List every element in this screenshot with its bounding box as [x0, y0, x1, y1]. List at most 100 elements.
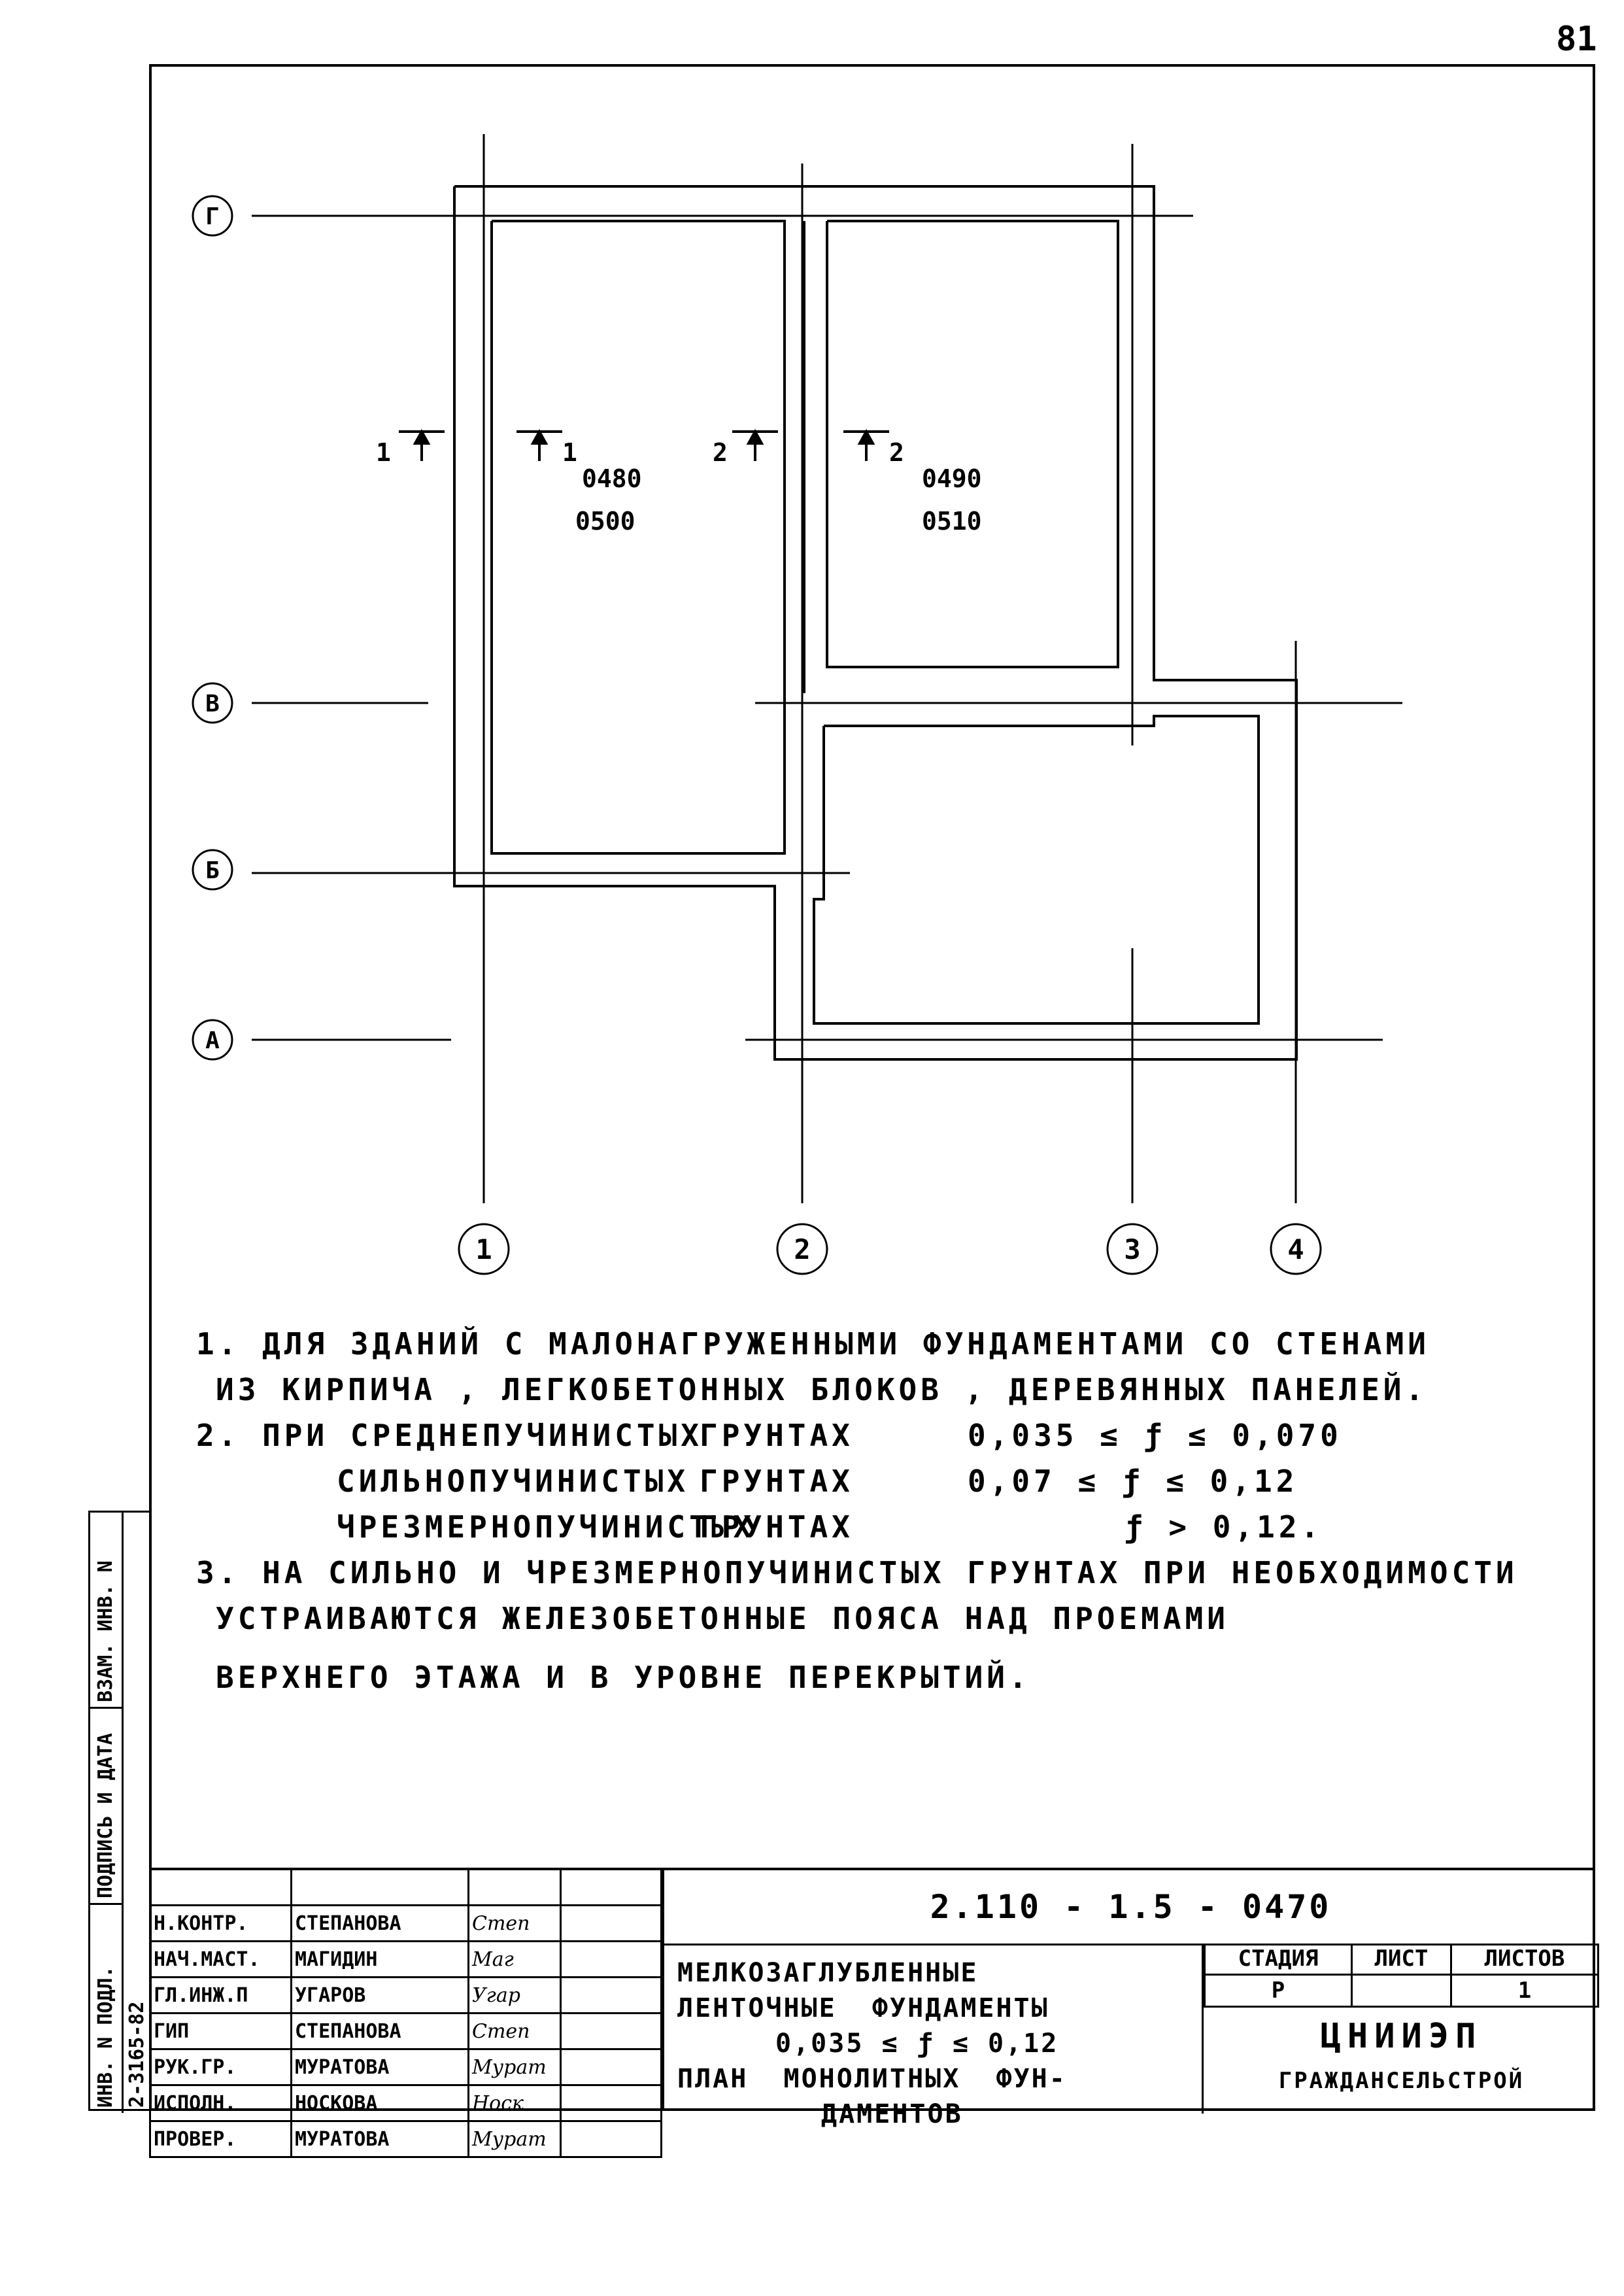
sheet-header: ЛИСТ	[1351, 1944, 1452, 1976]
sheets-header: ЛИСТОВ	[1449, 1944, 1600, 1976]
sig-role: РУК.ГР.	[149, 2048, 292, 2086]
side-label-podpis: ПОДПИСЬ И ДАТА	[94, 1733, 117, 1898]
note-2-line-1b: ГРУНТАХ	[700, 1418, 854, 1453]
axis-label-col-3: 3	[1124, 1233, 1140, 1265]
side-label-vzam: ВЗАМ. ИНВ. N	[94, 1560, 117, 1702]
sig-signature: Степ	[467, 2012, 562, 2050]
stage-value: Р	[1203, 1974, 1353, 2008]
sig-role: НАЧ.МАСТ.	[149, 1940, 292, 1978]
sig-name: УГАРОВ	[290, 1976, 469, 2014]
stage-header: СТАДИЯ	[1203, 1944, 1353, 1976]
axis-label-col-4: 4	[1287, 1233, 1304, 1265]
section-label-2b: 2	[889, 438, 904, 467]
desc-line-1: МЕЛКОЗАГЛУБЛЕННЫЕ	[677, 1958, 979, 1988]
outer-contour	[453, 185, 1298, 1061]
sig-signature: Угар	[467, 1976, 562, 2014]
desc-line-4: ПЛАН МОНОЛИТНЫХ ФУН-	[677, 2064, 1067, 2094]
axis-label-row-a: А	[205, 1027, 220, 1054]
sig-name: НОСКОВА	[290, 2084, 469, 2122]
sig-role: ИСПОЛН.	[149, 2084, 292, 2122]
sheet-value	[1351, 1974, 1452, 2008]
document-code: 2.110 - 1.5 - 0470	[664, 1870, 1597, 1945]
sig-name: СТЕПАНОВА	[290, 2012, 469, 2050]
axis-label-row-g: Г	[205, 203, 220, 230]
sheets-value: 1	[1449, 1974, 1600, 2008]
sig-role: ГИП	[149, 2012, 292, 2050]
room-code-0490: 0490	[922, 464, 982, 493]
axis-bubble-col-2	[776, 1223, 828, 1275]
sig-signature: Степ	[467, 1904, 562, 1942]
axis-bubbles	[192, 195, 1322, 1275]
note-2-line-1c: 0,035 ≤ ƒ ≤ 0,070	[968, 1418, 1342, 1453]
axis-bubble-row-v	[192, 682, 233, 724]
note-2-line-2a: СИЛЬНОПУЧИНИСТЫХ	[337, 1464, 690, 1499]
section-marks	[399, 428, 889, 461]
note-2-line-2c: 0,07 ≤ ƒ ≤ 0,12	[968, 1464, 1298, 1499]
axis-bubble-row-a	[192, 1019, 233, 1061]
title-block: 2.110 - 1.5 - 0470 МЕЛКОЗАГЛУБЛЕННЫЕ ЛЕНТ…	[662, 1868, 1600, 2129]
sig-signature: Мурат	[467, 2048, 562, 2086]
side-cell-podpis	[90, 1709, 122, 1905]
sig-role: ПРОВЕР.	[149, 2120, 292, 2158]
note-3-line-3: ВЕРХНЕГО ЭТАЖА И В УРОВНЕ ПЕРЕКРЫТИЙ.	[216, 1660, 1031, 1695]
section-label-1b: 1	[562, 438, 577, 467]
page-number: 81	[1556, 20, 1597, 59]
organization-name: ЦНИИЭП	[1320, 2017, 1483, 2056]
stage-block: СТАДИЯ ЛИСТ ЛИСТОВ Р 1 ЦНИИЭП ГРАЖДАНСЕЛ…	[1202, 1944, 1600, 2114]
axis-bubble-col-4	[1270, 1223, 1322, 1275]
room-bottom-inner	[813, 715, 1260, 1025]
stage-table: СТАДИЯ ЛИСТ ЛИСТОВ Р 1	[1203, 1944, 1600, 2008]
note-1-line-1: 1. ДЛЯ ЗДАНИЙ С МАЛОНАГРУЖЕННЫМИ ФУНДАМЕ…	[196, 1326, 1430, 1362]
axis-bubble-row-b	[192, 849, 233, 891]
room-code-0510: 0510	[922, 507, 982, 536]
note-2-line-3c: ƒ > 0,12.	[1125, 1509, 1323, 1545]
sig-name: МУРАТОВА	[290, 2048, 469, 2086]
drawing-frame	[149, 64, 1595, 2111]
sig-name: МАГИДИН	[290, 1940, 469, 1978]
sig-signature: Носк	[467, 2084, 562, 2122]
section-label-1a: 1	[376, 438, 391, 467]
note-2-line-2b: ГРУНТАХ	[700, 1464, 854, 1499]
document-description: МЕЛКОЗАГЛУБЛЕННЫЕ ЛЕНТОЧНЫЕ ФУНДАМЕНТЫ 0,0…	[677, 1955, 1067, 2132]
sig-name: МУРАТОВА	[290, 2120, 469, 2158]
axis-lines	[252, 134, 1402, 1203]
axis-bubble-row-g	[192, 195, 233, 237]
section-label-2a: 2	[713, 438, 728, 467]
sig-name: СТЕПАНОВА	[290, 1904, 469, 1942]
sig-role: Н.КОНТР.	[149, 1904, 292, 1942]
sig-role: ГЛ.ИНЖ.П	[149, 1976, 292, 2014]
axis-bubble-col-1	[458, 1223, 510, 1275]
note-3-line-2: УСТРАИВАЮТСЯ ЖЕЛЕЗОБЕТОННЫЕ ПОЯСА НАД ПР…	[216, 1601, 1229, 1636]
side-stamp: ВЗАМ. ИНВ. N ПОДПИСЬ И ДАТА ИНВ. N ПОДЛ.…	[88, 1511, 150, 2113]
foundation-walls	[453, 185, 1298, 1061]
room-code-0480: 0480	[582, 464, 642, 493]
axis-label-row-v: В	[205, 691, 220, 717]
room-code-0500: 0500	[575, 507, 635, 536]
note-2-line-3b: ГРУНТАХ	[700, 1509, 854, 1545]
desc-line-5: ДАМЕНТОВ	[821, 2099, 963, 2129]
note-2-line-1a: 2. ПРИ СРЕДНЕПУЧИНИСТЫХ	[196, 1418, 703, 1453]
note-2-line-3a: ЧРЕЗМЕРНОПУЧИНИСТЫХ	[337, 1509, 756, 1545]
note-1-line-2: ИЗ КИРПИЧА , ЛЕГКОБЕТОННЫХ БЛОКОВ , ДЕРЕ…	[216, 1372, 1428, 1407]
axis-label-col-1: 1	[475, 1233, 492, 1265]
axis-bubble-col-3	[1106, 1223, 1159, 1275]
room-left-inner	[490, 220, 786, 855]
desc-line-3: 0,035 ≤ ƒ ≤ 0,12	[775, 2029, 1059, 2059]
desc-line-2: ЛЕНТОЧНЫЕ ФУНДАМЕНТЫ	[677, 1993, 1049, 2023]
sig-signature: Мурат	[467, 2120, 562, 2158]
side-cell-vzam	[90, 1513, 122, 1709]
side-archive-number: 2-3165-82	[126, 2001, 148, 2108]
organization-subname: ГРАЖДАНСЕЛЬСТРОЙ	[1278, 2068, 1525, 2094]
axis-label-row-b: Б	[205, 857, 220, 884]
axis-label-col-2: 2	[794, 1233, 810, 1265]
side-label-inv-podl: ИНВ. N ПОДЛ.	[94, 1966, 117, 2108]
room-right-top-inner	[826, 220, 1119, 668]
